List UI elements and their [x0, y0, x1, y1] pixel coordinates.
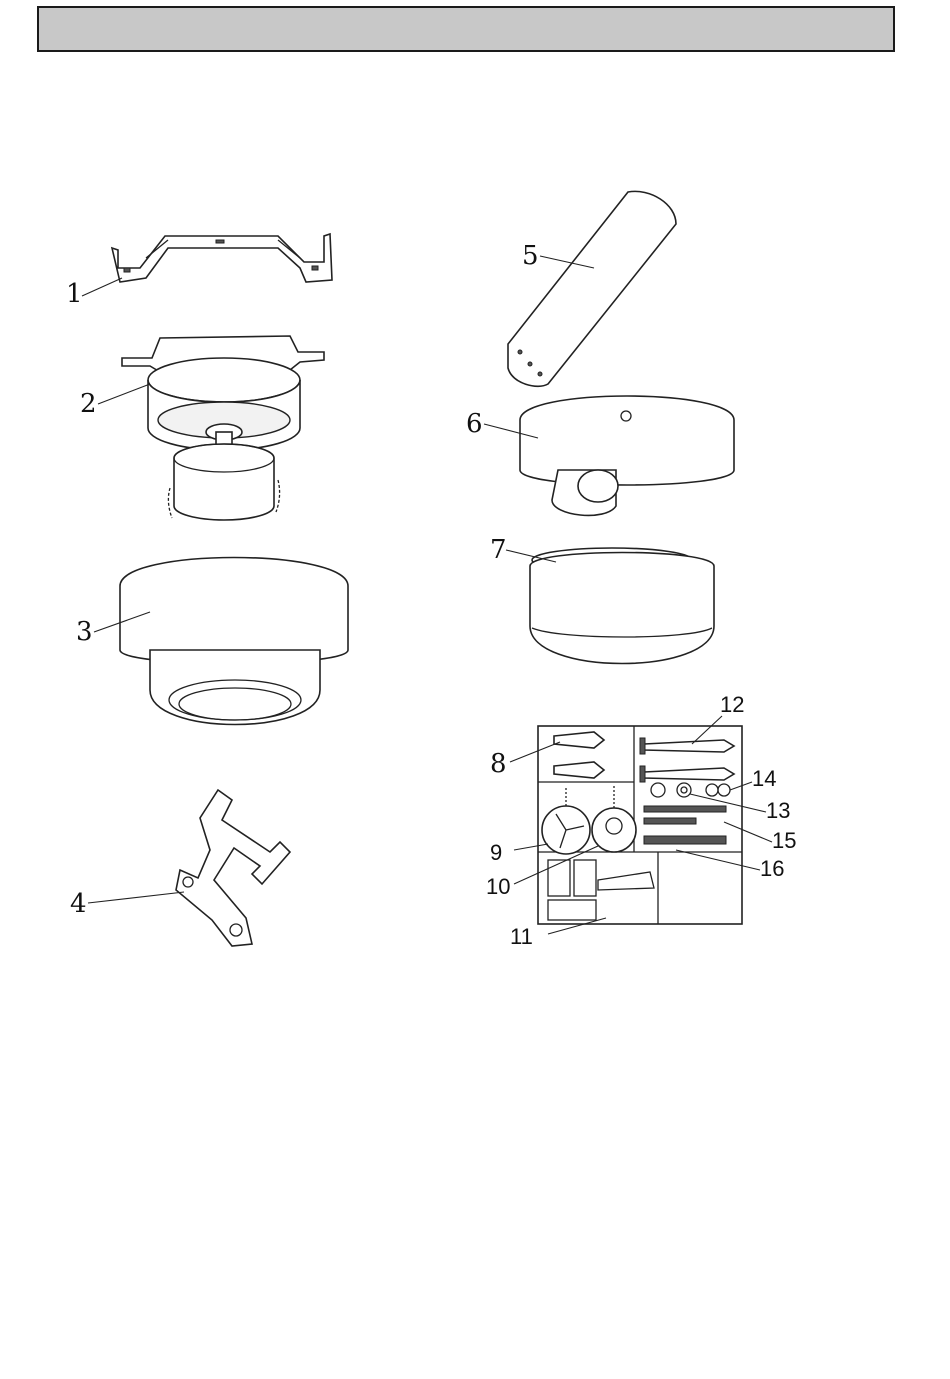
part-label-16: 16	[760, 856, 784, 881]
switch-housing-icon	[520, 396, 734, 515]
part-label-2: 2	[80, 389, 97, 419]
part-label-5: 5	[522, 241, 539, 271]
part-label-7: 7	[490, 535, 507, 565]
fan-blade-icon	[508, 191, 676, 386]
part-label-10: 10	[486, 874, 510, 899]
part-label-3: 3	[76, 617, 93, 647]
part-label-11: 11	[510, 924, 533, 949]
part-label-14: 14	[752, 766, 776, 791]
motor-housing-icon	[120, 558, 348, 725]
part-label-8: 8	[490, 749, 507, 779]
bracket-screw-icon	[644, 836, 726, 844]
part-label-13: 13	[766, 798, 790, 823]
light-bowl-icon	[530, 548, 714, 664]
part-label-1: 1	[66, 279, 83, 309]
fan-motor-icon	[122, 336, 324, 520]
mounting-bracket-icon	[112, 234, 332, 282]
part-label-9: 9	[490, 840, 502, 865]
part-label-15: 15	[772, 828, 796, 853]
part-label-4: 4	[70, 889, 87, 919]
part-label-6: 6	[466, 409, 483, 439]
part-label-12: 12	[720, 692, 744, 717]
blade-arm-icon	[176, 790, 290, 946]
